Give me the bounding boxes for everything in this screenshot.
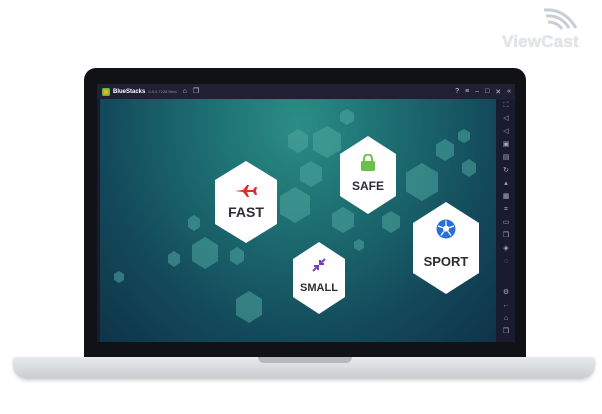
volume-up-icon[interactable]: ◁ [503,115,509,122]
menu-icon[interactable]: ≡ [464,88,470,95]
hexagon-shape [215,161,277,243]
hexagon-decoration [188,215,200,231]
home-icon[interactable]: ⌂ [182,88,187,95]
emulator-sidebar: ⛶ ◁ ◁ ▣ ▤ ↻ ▴ ▦ ⌗ ▭ ❐ ◈ ◌ ⚙ ← ⌂ ❐ [498,99,515,342]
hexagon-decoration [406,163,438,201]
minimize-icon[interactable]: – [475,88,479,95]
fullscreen-icon[interactable]: ⛶ [503,102,509,109]
shake-icon[interactable]: ▴ [504,180,508,187]
airplane-icon [235,185,257,197]
app-version: 5.0.0.7228 Beta [148,89,177,94]
feature-label: SAFE [351,179,384,193]
hexagon-shape [413,202,479,294]
hexagon-decoration [280,187,310,223]
hexagon-decoration [340,109,354,125]
layers-icon[interactable]: ◈ [503,245,509,252]
feature-label: FAST [228,204,264,220]
copy-icon[interactable]: ❐ [502,232,510,239]
back-icon[interactable]: ← [502,302,510,309]
hexagon-decoration [354,239,364,251]
hexagon-decoration [436,139,454,161]
laptop-base [13,357,595,379]
bluestacks-logo-icon [102,87,110,96]
screenshot-icon[interactable]: ▦ [502,193,510,200]
eco-icon[interactable]: ◌ [503,258,509,265]
lock-icon [361,154,375,171]
keyboard-icon[interactable]: ▤ [502,154,510,161]
help-icon[interactable]: ? [455,88,459,95]
hexagon-decoration [168,251,180,267]
signal-waves-icon [543,8,578,30]
app-content[interactable]: FAST SAFE SMALL S [100,99,496,342]
feature-badge-sport[interactable]: SPORT [413,202,479,294]
feature-badge-safe[interactable]: SAFE [340,136,396,214]
app-name: BlueStacks [113,88,146,95]
hexagon-decoration [313,126,341,158]
hexagon-decoration [192,237,218,269]
laptop-notch [258,357,352,363]
feature-badge-fast[interactable]: FAST [215,161,277,243]
recents-icon[interactable]: ❐ [502,328,510,335]
close-icon[interactable]: ✕ [495,88,502,96]
hexagon-decoration [300,161,322,187]
feature-label: SMALL [300,282,338,294]
collapse-sidebar-icon[interactable]: « [507,88,511,95]
soccer-ball-icon [436,219,456,239]
multi-instance-icon[interactable]: ❐ [192,88,200,95]
hexagon-decoration [230,247,244,265]
hexagon-decoration [332,207,354,233]
emulator-window: BlueStacks 5.0.0.7228 Beta ⌂ ❐ ? ≡ – □ ✕… [97,84,515,342]
hexagon-decoration [114,271,124,283]
media-icon[interactable]: ▣ [502,141,510,148]
hexagon-decoration [288,129,308,153]
hexagon-shape [293,242,345,314]
logo-text: ViewCast [502,32,579,51]
title-bar: BlueStacks 5.0.0.7228 Beta ⌂ ❐ ? ≡ – □ ✕… [97,84,515,99]
rotate-icon[interactable]: ↻ [503,167,509,174]
compress-icon [312,258,326,272]
volume-down-icon[interactable]: ◁ [503,128,509,135]
hexagon-decoration [236,291,262,323]
hexagon-decoration [462,159,476,177]
record-icon[interactable]: ⌗ [504,206,508,213]
folder-icon[interactable]: ▭ [502,219,510,226]
settings-icon[interactable]: ⚙ [502,289,510,296]
hexagon-decoration [458,129,470,143]
hexagon-decoration [382,211,400,233]
feature-label: SPORT [423,254,469,269]
hexagon-shape [340,136,396,214]
viewcast-logo: ViewCast [500,6,596,51]
home-icon[interactable]: ⌂ [503,315,509,322]
maximize-icon[interactable]: □ [484,88,490,95]
feature-badge-small[interactable]: SMALL [293,242,345,314]
